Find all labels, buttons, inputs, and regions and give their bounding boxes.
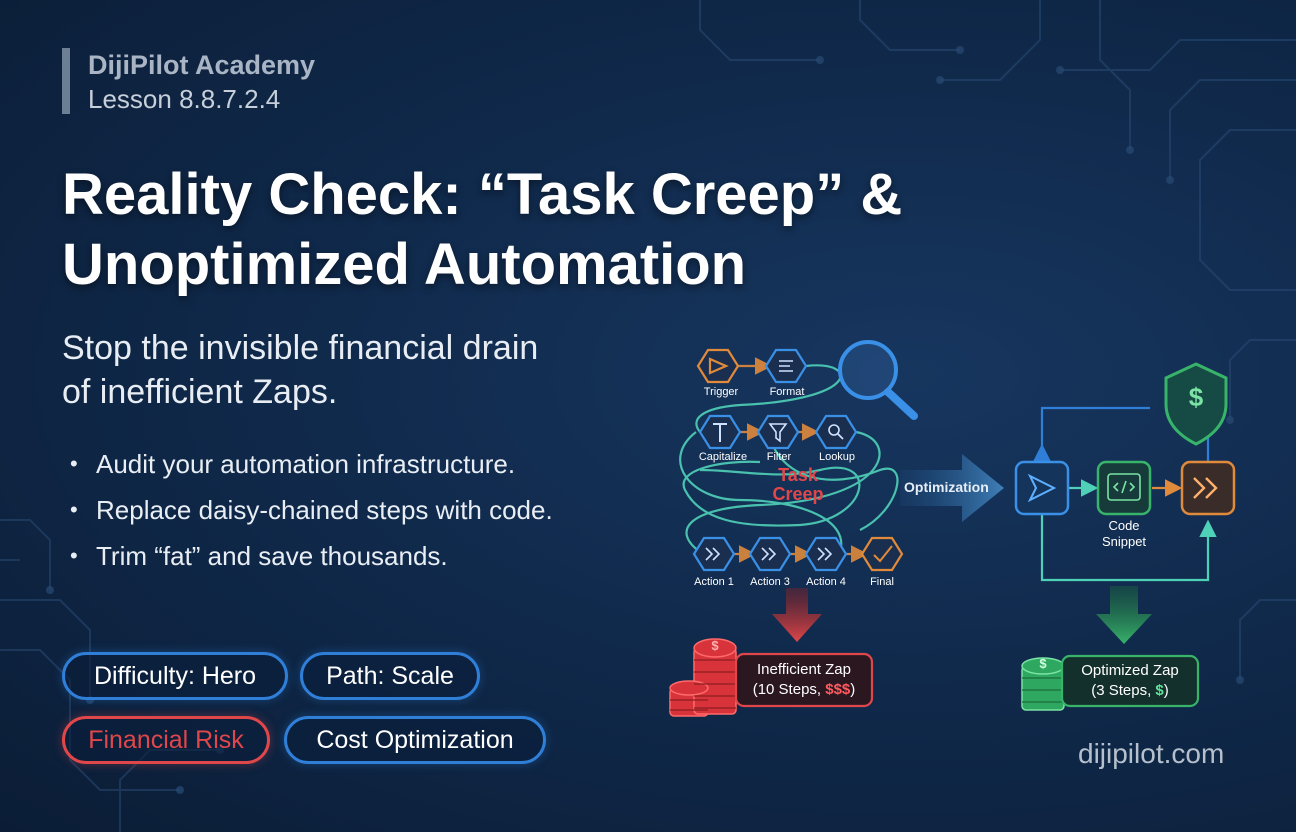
inefficient-zap-detail-end: ) (850, 681, 856, 698)
node-label-action4: Action 4 (806, 576, 846, 588)
optimization-label: Optimization (904, 479, 989, 495)
lookup-node-icon (814, 414, 858, 450)
action4-node-icon (804, 536, 848, 572)
optimized-zap-box (1060, 654, 1200, 708)
green-coin-symbol: $ (1039, 656, 1047, 671)
final-node-icon (860, 536, 904, 572)
node-label-action1: Action 1 (694, 576, 734, 588)
bullet-item: Audit your automation infrastructure. (66, 446, 553, 492)
optimized-zap-detail: (3 Steps, (1091, 682, 1156, 699)
task-creep-label: Task Creep (748, 466, 848, 504)
lesson-number: Lesson 8.8.7.2.4 (88, 84, 281, 114)
task-creep-line-2: Creep (772, 484, 824, 504)
node-label-filter: Filter (766, 451, 792, 463)
magnifier-icon (838, 340, 918, 420)
optimized-trigger-icon (1014, 460, 1070, 516)
red-coin-stack-icon (669, 638, 737, 717)
shield-dollar-label: $ (1188, 382, 1204, 412)
subtitle-line-2: of inefficient Zaps. (62, 373, 338, 411)
bullet-item: Trim “fat” and save thousands. (66, 538, 553, 584)
action3-node-icon (748, 536, 792, 572)
brand-name: DijiPilot Academy (88, 50, 316, 80)
down-arrow-green-icon (1096, 586, 1152, 644)
code-snippet-line-1: Code (1108, 518, 1140, 533)
optimized-action-icon (1180, 460, 1236, 516)
inefficient-zap-detail: (10 Steps, (752, 681, 826, 698)
node-label-lookup: Lookup (818, 451, 856, 463)
node-label-capitalize: Capitalize (698, 451, 748, 463)
trigger-node-icon (696, 348, 740, 384)
task-creep-line-1: Task (778, 465, 818, 485)
title-line-1: Reality Check: “Task Creep” & (62, 162, 903, 227)
cost-optimization-tag: Cost Optimization (284, 716, 546, 764)
bullet-list: Audit your automation infrastructure. Re… (66, 446, 553, 584)
down-arrow-red-icon (772, 588, 822, 642)
action1-node-icon (692, 536, 736, 572)
node-label-action3: Action 3 (750, 576, 790, 588)
node-label-final: Final (870, 576, 894, 588)
difficulty-tag: Difficulty: Hero (62, 652, 288, 700)
inefficient-zap-label: Inefficient Zap (10 Steps, $$$) (736, 660, 872, 700)
optimized-zap-cost: $ (1155, 682, 1164, 699)
page-title: Reality Check: “Task Creep” & Unoptimize… (62, 160, 1122, 300)
code-snippet-label: Code Snippet (1084, 518, 1164, 550)
brand-accent-bar (62, 48, 70, 114)
optimized-zap-detail-end: ) (1163, 682, 1169, 699)
path-tag: Path: Scale (300, 652, 480, 700)
green-coin-stack-icon (1021, 657, 1065, 711)
inefficient-zap-box (734, 652, 874, 708)
optimized-zap-label: Optimized Zap (3 Steps, $) (1062, 661, 1198, 701)
shield-icon (1164, 362, 1228, 446)
red-coin-symbol: $ (711, 638, 719, 653)
code-snippet-line-2: Snippet (1101, 534, 1147, 549)
optimized-zap-title: Optimized Zap (1081, 662, 1179, 679)
title-line-2: Unoptimized Automation (62, 232, 747, 297)
node-label-trigger: Trigger (703, 386, 739, 398)
optimization-arrow-icon (900, 454, 1004, 522)
financial-risk-tag: Financial Risk (62, 716, 270, 764)
inefficient-zap-title: Inefficient Zap (757, 661, 851, 678)
website-link[interactable]: dijipilot.com (1078, 738, 1225, 769)
inefficient-zap-cost: $$$ (825, 681, 851, 698)
node-label-format: Format (769, 386, 805, 398)
filter-node-icon (756, 414, 800, 450)
subtitle-line-1: Stop the invisible financial drain (62, 329, 539, 367)
bullet-item: Replace daisy-chained steps with code. (66, 492, 553, 538)
subtitle: Stop the invisible financial drain of in… (62, 326, 622, 414)
